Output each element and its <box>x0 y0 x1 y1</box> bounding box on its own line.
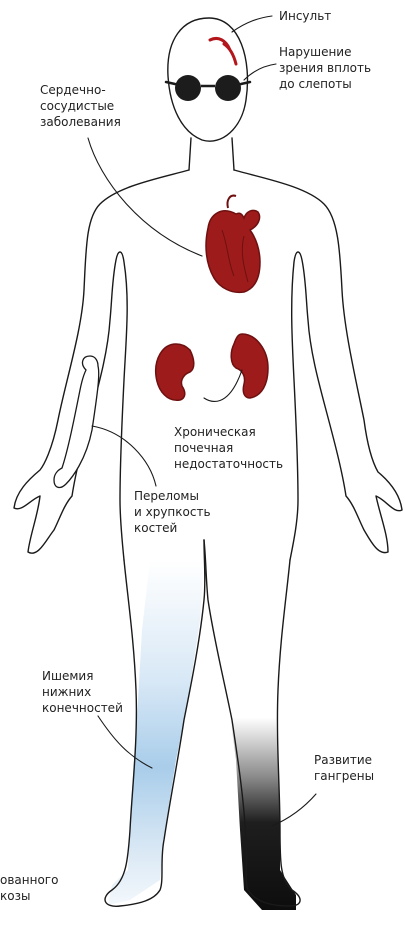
kidney-icon <box>156 334 268 400</box>
label-limb-ischemia: Ишемия нижних конечностей <box>42 668 123 716</box>
left-leg-ischemia-fill <box>108 560 204 905</box>
label-fractures: Переломы и хрупкость костей <box>134 488 211 536</box>
label-cardiovascular: Сердечно- сосудистые заболевания <box>40 82 121 130</box>
label-gangrene: Развитие гангрены <box>314 752 374 784</box>
glasses-icon <box>166 75 250 101</box>
label-stroke: Инсульт <box>279 8 331 24</box>
right-leg-gangrene-fill <box>205 560 296 910</box>
bone-icon <box>54 356 99 487</box>
label-cropped-left: ованного козы <box>0 872 58 904</box>
heart-icon <box>206 196 260 293</box>
label-vision-loss: Нарушение зрения вплоть до слепоты <box>279 44 371 92</box>
label-kidney-failure: Хроническая почечная недостаточность <box>174 424 283 472</box>
stroke-mark <box>210 38 236 64</box>
